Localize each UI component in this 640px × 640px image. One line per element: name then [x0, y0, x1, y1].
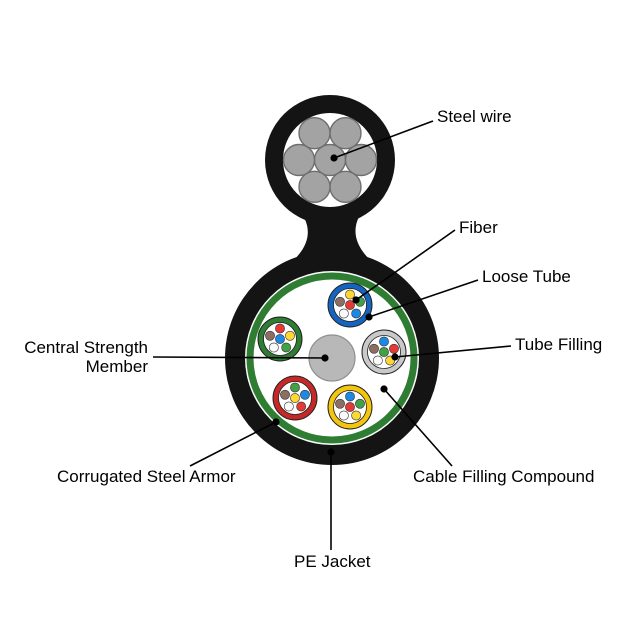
- fiber-dot: [300, 389, 310, 400]
- dot-pe-jacket: [327, 448, 335, 456]
- loose-tube-gray: [361, 329, 407, 375]
- fiber-dot: [351, 308, 362, 319]
- steel-wire: [344, 143, 378, 177]
- fiber-dot: [285, 330, 295, 341]
- label-steel-wire: Steel wire: [437, 107, 512, 126]
- fiber-dot: [345, 300, 355, 310]
- fiber-dot: [275, 323, 285, 334]
- loose-tube-yellow: [327, 384, 373, 430]
- fiber-dot: [268, 342, 279, 353]
- fiber-dot: [355, 398, 365, 409]
- label-fiber: Fiber: [459, 218, 498, 237]
- steel-wire: [298, 116, 331, 150]
- label-pe-jacket: PE Jacket: [294, 552, 371, 571]
- leader-fiber: [355, 229, 456, 301]
- dot-central-strength-member: [321, 354, 329, 362]
- fiber-dot: [379, 347, 389, 357]
- leader-lines: [152, 120, 512, 550]
- fiber-dot: [379, 336, 389, 347]
- tubes-layer: [257, 282, 407, 430]
- jacket-neck: [282, 205, 382, 270]
- dot-cable-filling-compound: [380, 385, 388, 393]
- fiber-dot: [335, 398, 345, 409]
- fiber-dot: [345, 289, 355, 300]
- fiber-dot: [338, 410, 349, 421]
- pointer-dots: [272, 154, 399, 456]
- dot-corrugated-steel-armor: [272, 418, 280, 426]
- loose-tube-red: [272, 375, 318, 421]
- fiber-dot: [275, 334, 285, 344]
- label-central-strength-member: Central Strength Member: [24, 338, 148, 376]
- leader-loose-tube: [368, 279, 479, 318]
- label-cable-filling-compound: Cable Filling Compound: [413, 467, 595, 486]
- steel-wire: [298, 170, 331, 204]
- fiber-dot: [290, 393, 300, 403]
- fiber-dot: [283, 401, 294, 412]
- dot-fiber: [352, 296, 360, 304]
- steel-wire: [329, 116, 362, 150]
- fiber-dot: [369, 343, 379, 354]
- fiber-dot: [280, 389, 290, 400]
- label-loose-tube: Loose Tube: [482, 267, 571, 286]
- leader-steel-wire: [333, 120, 434, 159]
- fiber-dot: [338, 308, 349, 319]
- fiber-dot: [345, 402, 355, 412]
- leader-corrugated-steel-armor: [189, 421, 277, 467]
- fiber-dot: [265, 330, 275, 341]
- label-corrugated-steel-armor: Corrugated Steel Armor: [57, 467, 236, 486]
- fiber-dot: [345, 391, 355, 402]
- fiber-dot: [296, 401, 307, 412]
- fiber-dot: [281, 342, 292, 353]
- fiber-dot: [389, 343, 399, 354]
- steel-wire: [313, 143, 347, 177]
- fiber-dot: [372, 355, 383, 366]
- dot-loose-tube: [365, 313, 373, 321]
- steel-wire-bundle: [282, 116, 378, 204]
- loose-tube-blue: [327, 282, 373, 328]
- dot-tube-filling: [391, 353, 399, 361]
- fiber-dot: [290, 382, 300, 393]
- leader-tube-filling: [394, 345, 512, 358]
- leader-cable-filling-compound: [383, 388, 453, 467]
- leader-central-strength-member: [152, 356, 326, 359]
- loose-tube-green: [257, 316, 303, 362]
- fiber-dot: [351, 410, 362, 421]
- steel-wire: [329, 170, 362, 204]
- dot-steel-wire: [330, 154, 338, 162]
- label-tube-filling: Tube Filling: [515, 335, 603, 354]
- fiber-dot: [335, 296, 345, 307]
- steel-wire: [282, 143, 316, 177]
